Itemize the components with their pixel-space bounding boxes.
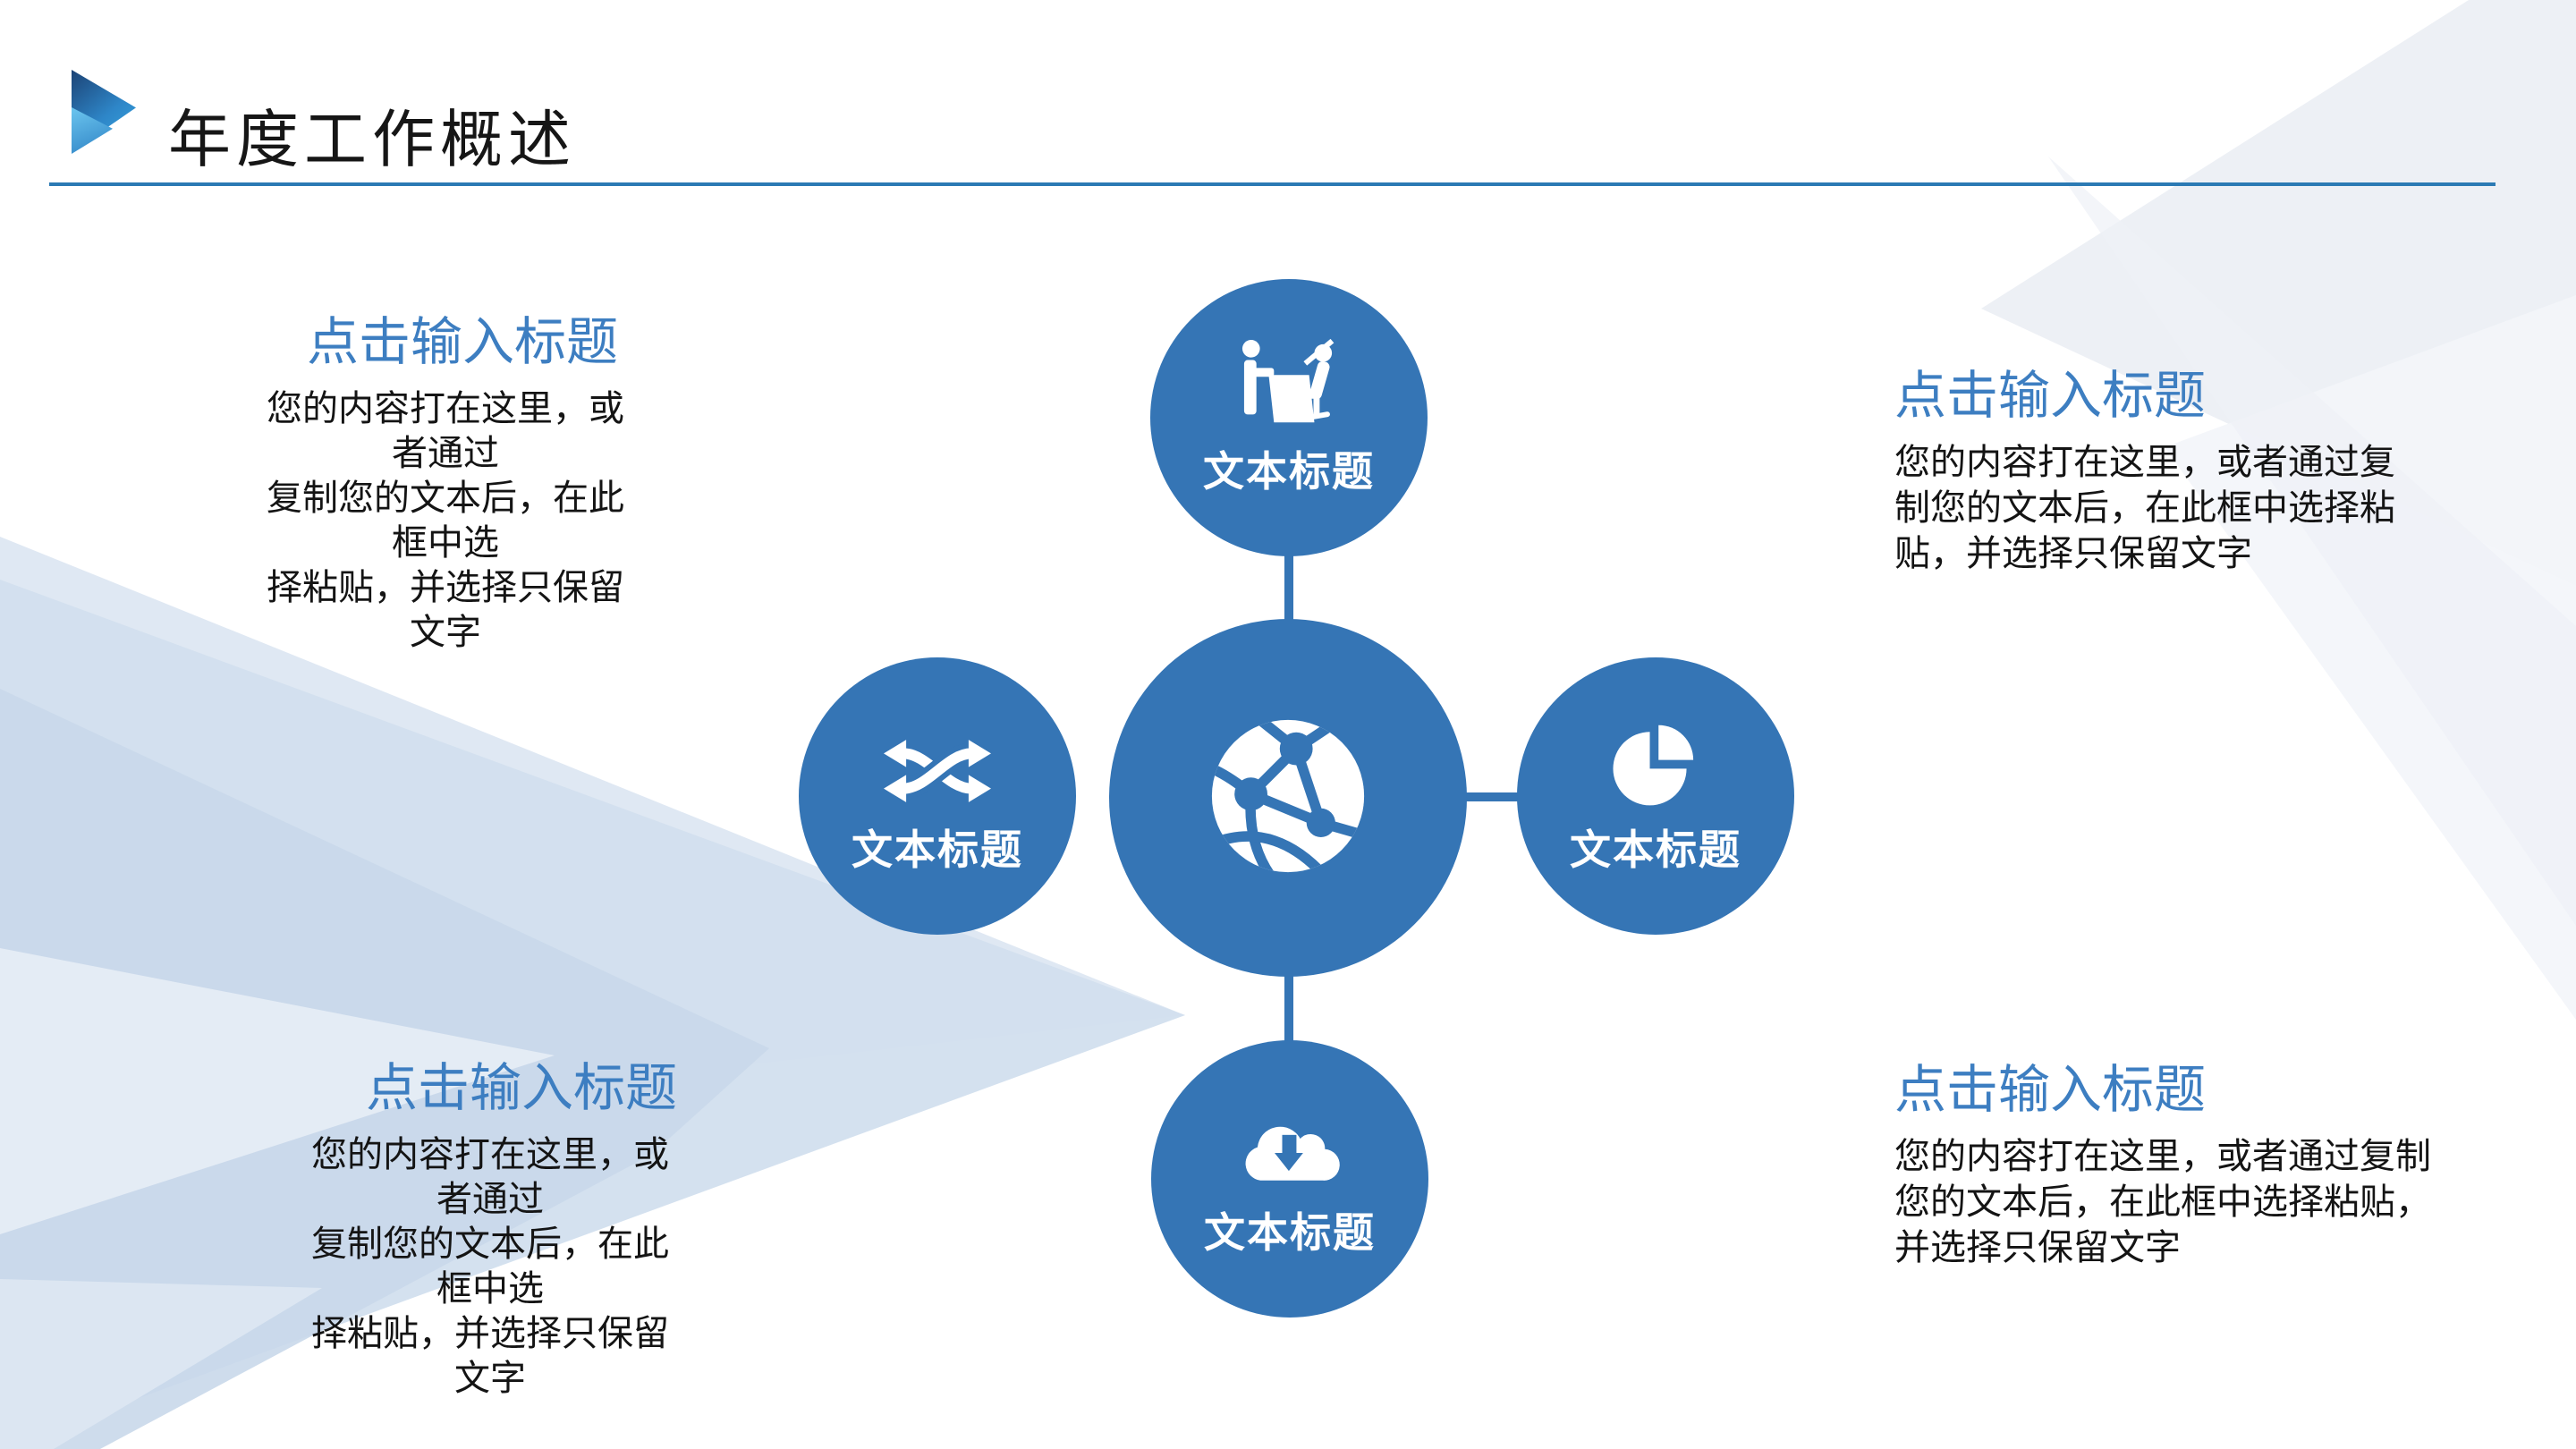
slide-logo	[72, 70, 139, 155]
pie-chart-icon	[1607, 704, 1704, 813]
node-label: 文本标题	[852, 826, 1023, 873]
node-label: 文本标题	[1204, 1209, 1376, 1256]
body-line: 制您的文本后，在此框中选择粘	[1894, 487, 2395, 528]
diagram-node-bottom[interactable]: 文本标题	[1151, 1040, 1428, 1318]
cloud-download-icon	[1228, 1087, 1352, 1196]
body-line: 择粘贴，并选择只保留文字	[267, 567, 624, 652]
block-body[interactable]: 您的内容打在这里，或者通过复 制您的文本后，在此框中选择粘 贴，并选择只保留文字	[1894, 440, 2467, 577]
body-line: 择粘贴，并选择只保留文字	[311, 1313, 669, 1398]
node-label: 文本标题	[1570, 826, 1741, 873]
connector-top	[1284, 537, 1293, 635]
body-line: 并选择只保留文字	[1894, 1227, 2181, 1267]
text-block-top-right[interactable]: 点击输入标题 您的内容打在这里，或者通过复 制您的文本后，在此框中选择粘 贴，并…	[1894, 365, 2467, 577]
text-block-top-left[interactable]: 点击输入标题 您的内容打在这里，或者通过 复制您的文本后，在此框中选 择粘贴，并…	[253, 311, 638, 655]
body-line: 贴，并选择只保留文字	[1894, 533, 2252, 573]
body-line: 您的内容打在这里，或者通过复	[1894, 442, 2395, 482]
body-line: 复制您的文本后，在此框中选	[311, 1224, 669, 1309]
meeting-presentation-icon	[1232, 326, 1346, 435]
body-line: 您的内容打在这里，或者通过复制	[1894, 1136, 2431, 1176]
block-heading[interactable]: 点击输入标题	[1894, 1061, 2207, 1119]
block-heading[interactable]: 点击输入标题	[306, 313, 618, 371]
page-title[interactable]: 年度工作概述	[168, 105, 576, 174]
diagram-node-right[interactable]: 文本标题	[1517, 657, 1794, 935]
block-body[interactable]: 您的内容打在这里，或者通过 复制您的文本后，在此框中选 择粘贴，并选择只保留文字	[253, 386, 638, 655]
connector-bottom	[1284, 957, 1293, 1055]
title-underline	[49, 182, 2496, 186]
text-block-bottom-right[interactable]: 点击输入标题 您的内容打在这里，或者通过复制 您的文本后，在此框中选择粘贴， 并…	[1894, 1059, 2485, 1271]
globe-network-icon	[1185, 693, 1391, 903]
text-block-bottom-left[interactable]: 点击输入标题 您的内容打在这里，或者通过 复制您的文本后，在此框中选 择粘贴，并…	[298, 1057, 682, 1401]
connector-right	[1431, 792, 1530, 801]
diagram-center-node[interactable]	[1109, 619, 1467, 977]
body-line: 复制您的文本后，在此框中选	[267, 478, 624, 563]
diagram-node-left[interactable]: 文本标题	[799, 657, 1076, 935]
node-label: 文本标题	[1203, 448, 1375, 495]
body-line: 您的文本后，在此框中选择粘贴，	[1894, 1182, 2431, 1222]
block-heading[interactable]: 点击输入标题	[365, 1059, 677, 1117]
diagram-node-top[interactable]: 文本标题	[1150, 279, 1428, 556]
shuffle-arrows-icon	[884, 704, 991, 813]
block-heading[interactable]: 点击输入标题	[1894, 367, 2207, 425]
body-line: 您的内容打在这里，或者通过	[311, 1134, 669, 1219]
block-body[interactable]: 您的内容打在这里，或者通过 复制您的文本后，在此框中选 择粘贴，并选择只保留文字	[298, 1132, 682, 1401]
block-body[interactable]: 您的内容打在这里，或者通过复制 您的文本后，在此框中选择粘贴， 并选择只保留文字	[1894, 1134, 2485, 1271]
body-line: 您的内容打在这里，或者通过	[267, 388, 624, 473]
